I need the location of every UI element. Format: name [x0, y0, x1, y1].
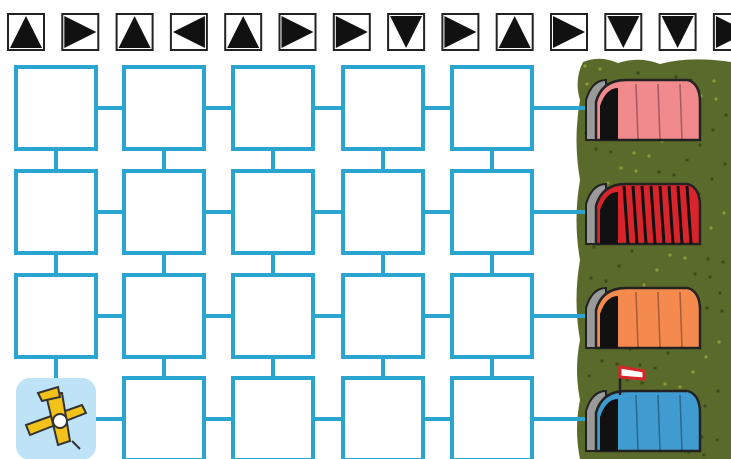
grid-cell[interactable]: [124, 378, 204, 459]
grid-cell[interactable]: [452, 67, 532, 149]
grid-cell[interactable]: [343, 171, 423, 253]
grid-cell[interactable]: [343, 378, 423, 459]
grid-cell[interactable]: [452, 378, 532, 459]
grid-cell[interactable]: [233, 67, 313, 149]
grid-cell[interactable]: [343, 67, 423, 149]
grid-cell[interactable]: [124, 171, 204, 253]
hangar-red-striped-icon[interactable]: [586, 184, 700, 244]
grid-cell[interactable]: [124, 67, 204, 149]
grid-cell[interactable]: [452, 275, 532, 357]
grid-cell[interactable]: [16, 171, 96, 253]
grid-cell[interactable]: [452, 171, 532, 253]
grid-cell[interactable]: [233, 378, 313, 459]
grid-cell[interactable]: [233, 171, 313, 253]
hangar-pink-icon[interactable]: [586, 80, 700, 140]
grid-cell[interactable]: [16, 275, 96, 357]
grid-cell[interactable]: [343, 275, 423, 357]
hangar-orange-icon[interactable]: [586, 288, 700, 348]
grid-cell[interactable]: [233, 275, 313, 357]
grid-cell[interactable]: [124, 275, 204, 357]
grid-cell[interactable]: [16, 67, 96, 149]
start-cell[interactable]: [16, 378, 96, 459]
